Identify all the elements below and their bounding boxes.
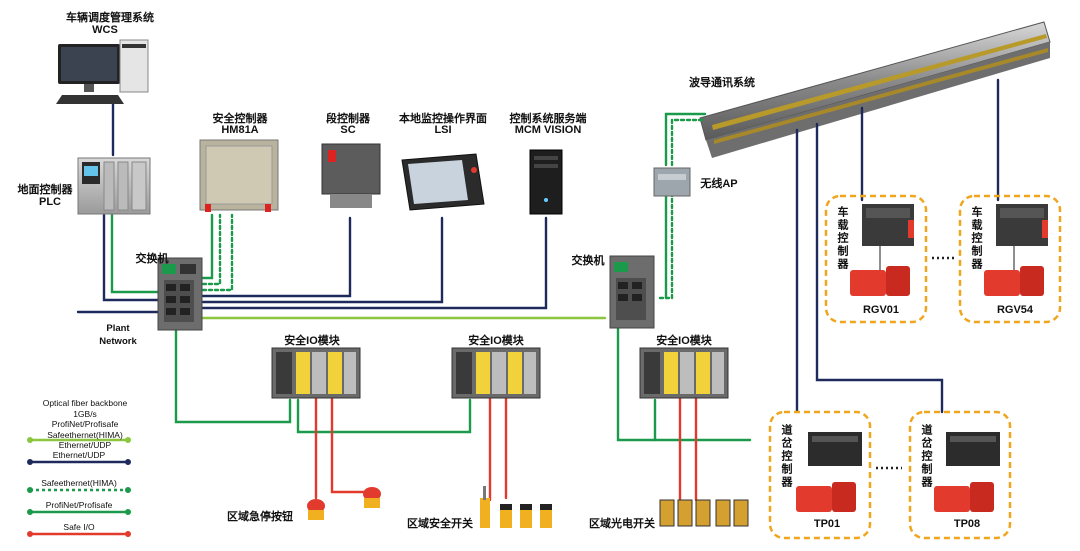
turnout-controller-2-icon [946, 432, 1000, 466]
turnout-motor-2-icon [934, 482, 994, 512]
turnout-motor-1-icon [796, 482, 856, 512]
line-io1-estop2 [330, 396, 368, 494]
switch-right-label: 交换机 [571, 255, 605, 267]
legend-ethernet-text: Ethernet/UDP [52, 450, 106, 460]
line-io1-io2 [296, 398, 472, 434]
wireless-ap-icon [653, 167, 691, 197]
line-ap-waveguide-2 [664, 112, 707, 167]
segment-controller-icon [321, 143, 381, 208]
plant-network-label: Plant Network [99, 323, 137, 347]
line-wg-tp08 [815, 122, 944, 414]
safe-io-module-2-icon [451, 347, 541, 399]
rgv54-label: RGV54 [996, 304, 1034, 316]
estop-button-1-icon [307, 499, 325, 520]
tp08-group-frame [908, 410, 1012, 540]
line-switch-lsi [201, 216, 444, 304]
vehicle-controller-2-icon [996, 204, 1048, 246]
plc-label-cn: 地面控制器 [17, 184, 73, 196]
switch-left-icon [157, 257, 203, 331]
safety-controller-label-en: HM81A [221, 124, 259, 136]
safety-controller-label-cn: 安全控制器 [212, 113, 268, 125]
safe-io-module-3-icon [639, 347, 729, 399]
server-icon [529, 149, 563, 215]
safe-io-module-1-icon [271, 347, 361, 399]
line-switch-io3 [616, 326, 752, 442]
photoelectric-switch-label: 区域光电开关 [589, 518, 655, 530]
wcs-computer-icon [56, 39, 149, 104]
line-switch-io1 [174, 328, 292, 424]
safety-switch-icons [480, 486, 552, 528]
line-switch-ap [658, 193, 674, 300]
legend-backbone-text: Optical fiber backbone 1GB/s ProfiNet/Pr… [42, 398, 128, 450]
switch-left-label: 交换机 [135, 253, 169, 265]
legend-safeio-text: Safe I/O [63, 522, 95, 532]
rgv01-group-frame [824, 194, 928, 324]
safe-io-2-label: 安全IO模块 [468, 335, 524, 347]
tp01-group-frame [768, 410, 872, 540]
lsi-label-cn: 本地监控操作界面 [399, 113, 487, 125]
safety-switch-label: 区域安全开关 [407, 518, 473, 530]
lsi-panel-icon [401, 153, 485, 211]
vehicle-controller-1-icon [862, 204, 914, 246]
vehicle-motor-2-icon [984, 266, 1044, 296]
turnout-controller-label-2: 道岔控制器 [920, 424, 932, 489]
switch-right-icon [609, 255, 655, 329]
wcs-label-cn: 车辆调度管理系统 [66, 12, 154, 24]
tp08-label: TP08 [953, 518, 981, 530]
wireless-ap-label: 无线AP [700, 178, 738, 190]
plc-label-en: PLC [39, 196, 61, 208]
line-switch-hima-safe2 [201, 213, 234, 292]
safe-io-3-label: 安全IO模块 [656, 335, 712, 347]
line-ap-waveguide [670, 118, 707, 167]
segment-controller-label-cn: 段控制器 [326, 113, 370, 125]
rgv54-group-frame [958, 194, 1062, 324]
legend-safeethernet-text: Safeethernet(HIMA) [41, 478, 117, 488]
photoelectric-switch-icons [659, 499, 749, 527]
waveguide-rail [699, 21, 1051, 158]
legend-lines [27, 437, 131, 537]
turnout-controller-1-icon [808, 432, 862, 466]
rgv01-label: RGV01 [862, 304, 900, 316]
segment-controller-label-en: SC [340, 124, 356, 136]
tp01-label: TP01 [813, 518, 841, 530]
line-switch-hima-profinet [201, 213, 214, 280]
safety-controller-icon [199, 139, 279, 212]
line-plc-switch-eth [102, 213, 167, 302]
estop-button-2-icon [363, 487, 381, 508]
turnout-controller-label-1: 道岔控制器 [780, 424, 792, 489]
legend-profinet-text: ProfiNet/Profisafe [45, 500, 113, 510]
vehicle-controller-label-1: 车载控制器 [836, 206, 848, 271]
line-switch-server [201, 216, 548, 310]
line-plc-switch-profinet [110, 213, 167, 294]
waveguide-label: 波导通讯系统 [689, 77, 755, 89]
server-label-en: MCM VISION [514, 124, 582, 136]
plc-icon [77, 157, 151, 215]
vehicle-motor-1-icon [850, 266, 910, 296]
safe-io-1-label: 安全IO模块 [284, 335, 340, 347]
line-switch-hima-safe [201, 213, 222, 286]
estop-label: 区域急停按钮 [227, 511, 293, 523]
wcs-label-en: WCS [92, 24, 118, 36]
vehicle-controller-label-2: 车载控制器 [970, 206, 982, 271]
lsi-label-en: LSI [434, 124, 452, 136]
line-switch-sc [201, 216, 352, 298]
server-label-cn: 控制系统服务端 [509, 113, 587, 125]
